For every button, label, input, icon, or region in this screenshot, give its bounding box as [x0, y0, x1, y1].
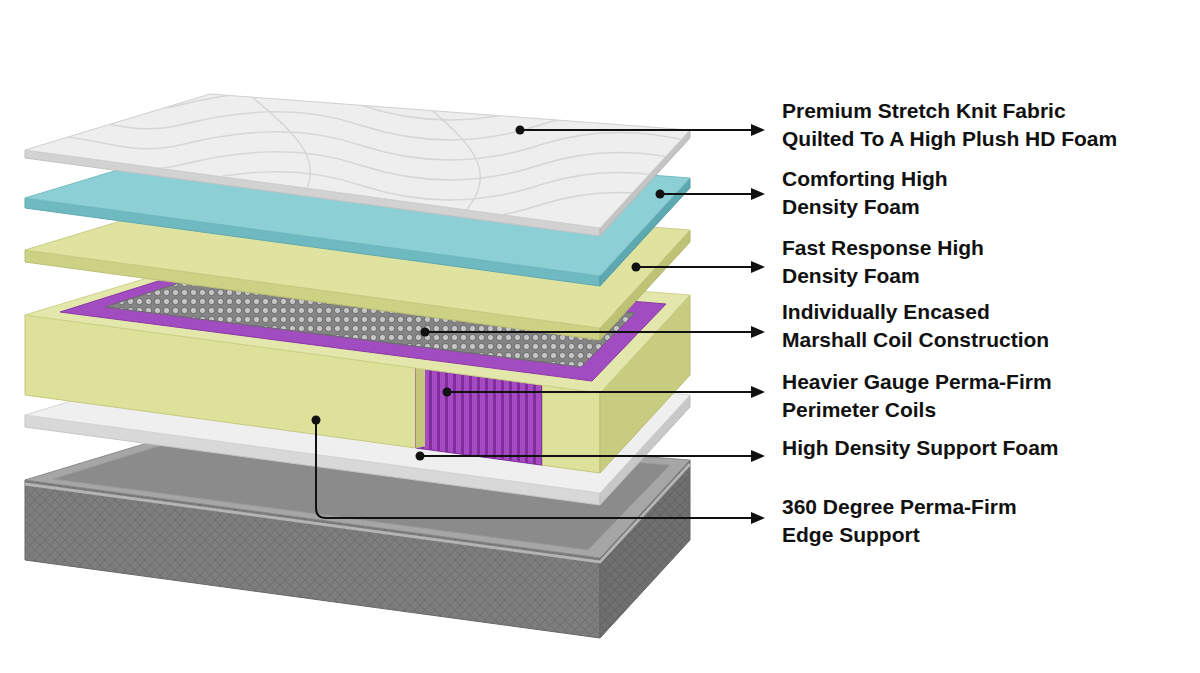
arrowhead	[751, 326, 765, 338]
fabric-top	[25, 94, 690, 228]
leader-lines	[316, 130, 752, 518]
leader-line	[660, 193, 752, 195]
leader-dot	[516, 126, 525, 135]
leader-dot	[421, 328, 430, 337]
leader-line	[425, 331, 752, 333]
leader-line	[447, 391, 752, 393]
callout-label: Individually Encased Marshall Coil Const…	[782, 298, 1053, 354]
arrowhead	[751, 450, 765, 462]
leader-dot	[416, 452, 425, 461]
arrowhead	[751, 188, 765, 200]
leader-line	[636, 266, 752, 268]
leader-dot	[312, 416, 321, 425]
callout-label: Fast Response High Density Foam	[782, 234, 987, 290]
arrowhead	[751, 261, 765, 273]
quilt-pattern	[20, 92, 720, 245]
callout-label: Premium Stretch Knit Fabric Quilted To A…	[782, 97, 1121, 153]
leader-dots	[312, 126, 665, 461]
arrowhead	[751, 512, 765, 524]
leader-arrowheads	[751, 124, 765, 524]
leader-line	[420, 455, 752, 457]
leader-dot	[632, 263, 641, 272]
fabric-layer	[20, 92, 720, 245]
leader-line	[316, 420, 752, 518]
callout-label: High Density Support Foam	[782, 434, 1059, 462]
leader-dot	[443, 388, 452, 397]
callout-label: 360 Degree Perma-Firm Edge Support	[782, 493, 1020, 549]
arrowhead	[751, 386, 765, 398]
callout-label: Comforting High Density Foam	[782, 165, 951, 221]
cutout-wall	[416, 367, 425, 449]
leader-line	[520, 129, 752, 131]
leader-dot	[656, 190, 665, 199]
edge-foam-front-right	[543, 385, 601, 473]
arrowhead	[751, 124, 765, 136]
callout-label: Heavier Gauge Perma-Firm Perimeter Coils	[782, 368, 1055, 424]
